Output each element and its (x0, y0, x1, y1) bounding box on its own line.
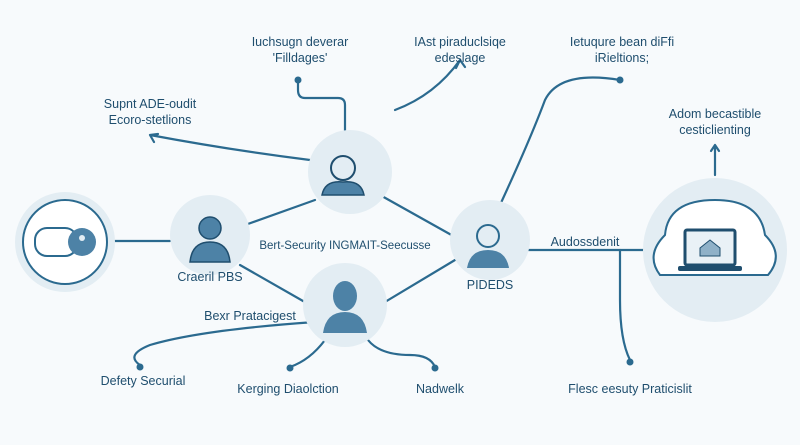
label-line: Ietuqure bean diFfi (569, 35, 675, 49)
label-line: Adom becastible (668, 107, 762, 121)
bottom-person-label: Bexr Pratacigest (204, 309, 296, 323)
bottom-label-3: Nadwelk (416, 382, 464, 396)
person-node-top[interactable] (308, 130, 392, 214)
label-right-top: Adom becastible cesticlienting (669, 106, 761, 138)
label-line: 'Filldages' (272, 51, 328, 65)
label-line: Ecoro-stetlions (108, 113, 192, 127)
label-top-3: Ietuqure bean diFfi iRieltions; (570, 34, 674, 66)
bottom-label-2: Kerging Diaolction (237, 382, 339, 396)
right-link-label: Audossdenit (550, 235, 620, 249)
left-person-label: Craeril PBS (177, 270, 243, 284)
laptop-cloud-node[interactable] (643, 178, 787, 322)
label-line: cesticlienting (679, 123, 751, 137)
label-line: Iuchsugn deverar (251, 35, 349, 49)
connectors (111, 58, 721, 369)
label-top-2: IAst piraduclsiqe edeslage (414, 34, 506, 66)
label-top-1: Iuchsugn deverar 'Filldages' (252, 34, 349, 66)
person-node-bottom[interactable] (303, 263, 387, 347)
label-line: Supnt ADE-oudit (103, 97, 197, 111)
person-node-right[interactable] (450, 200, 530, 280)
label-line: edeslage (434, 51, 486, 65)
center-link-label: Bert-Security INGMAIT-Seecusse (259, 240, 431, 252)
bottom-label-4: Flesc eesuty Praticislit (568, 382, 692, 396)
person-node-left[interactable] (170, 195, 250, 275)
device-node[interactable] (15, 192, 115, 292)
label-line: iRieltions; (594, 51, 650, 65)
right-person-label: PIDEDS (466, 278, 514, 292)
connector-dots (136, 76, 634, 372)
bottom-label-1: Defety Securial (100, 374, 186, 388)
label-line: IAst piraduclsiqe (414, 35, 506, 49)
